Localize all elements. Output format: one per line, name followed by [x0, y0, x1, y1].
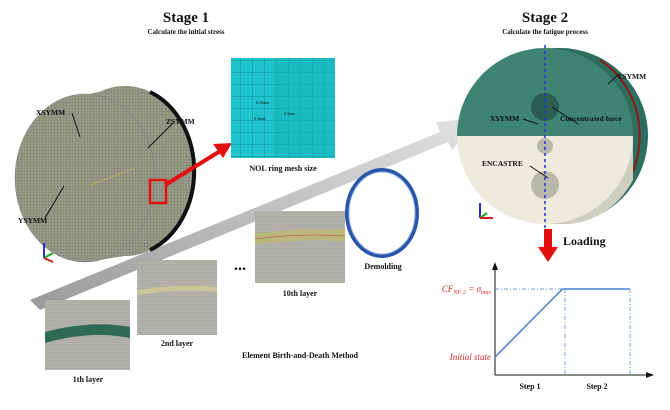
label-zsymm: ZSYMM [166, 117, 195, 126]
ellipsis: ... [234, 257, 246, 274]
axis-triad-left [43, 243, 54, 263]
label-xsymm-2: XSYMM [490, 114, 519, 123]
y-label-top: CFNF-2 = σmax [442, 284, 492, 296]
load-series-line [494, 288, 630, 358]
label-xsymm: XSYMM [36, 108, 65, 117]
layer-image-1 [45, 300, 130, 370]
zoom-box [148, 178, 168, 205]
x-tick-step1: Step 1 [519, 382, 540, 391]
mesh-caption: NOL ring mesh size [249, 164, 317, 173]
axis-triad-right [479, 203, 493, 219]
stage1-title: Stage 1 [163, 10, 209, 26]
y-label-bottom: Initial state [449, 352, 491, 362]
label-encastre: ENCASTRE [482, 159, 523, 168]
stage2-subtitle: Calculate the fatigue process [502, 28, 588, 36]
mesh-dim: 0.15mm [256, 100, 270, 105]
layer-image-10 [254, 211, 346, 283]
loading-arrow-icon [538, 247, 558, 262]
demolding-label: Demolding [364, 262, 401, 271]
x-tick-step2: Step 2 [586, 382, 607, 391]
layer-label: 2nd layer [161, 339, 194, 348]
label-concentrated-force: Concentrated force [560, 114, 622, 123]
stage2-title: Stage 2 [522, 10, 568, 26]
stage1-subtitle: Calculate the initial stress [147, 28, 224, 36]
layer-label: 1th layer [73, 375, 104, 384]
method-label: Element Birth-and-Death Method [242, 351, 359, 360]
stage2-disk-model [457, 45, 648, 228]
red-arrow-icon [213, 143, 232, 158]
mesh-dim: 0.3mm [284, 111, 296, 116]
label-ysymm-2: YSYMM [617, 72, 646, 81]
loading-label: Loading [563, 234, 606, 248]
label-ysymm: YSYMM [18, 216, 47, 225]
layer-label: 10th layer [283, 289, 318, 298]
mesh-dim: 0.3mm [254, 116, 266, 121]
nol-ring [345, 168, 419, 258]
load-chart: CFNF-2 = σmax Initial state Step 1 Step … [442, 262, 654, 391]
layer-image-2 [137, 260, 217, 335]
stage1-disk-model [14, 86, 197, 263]
